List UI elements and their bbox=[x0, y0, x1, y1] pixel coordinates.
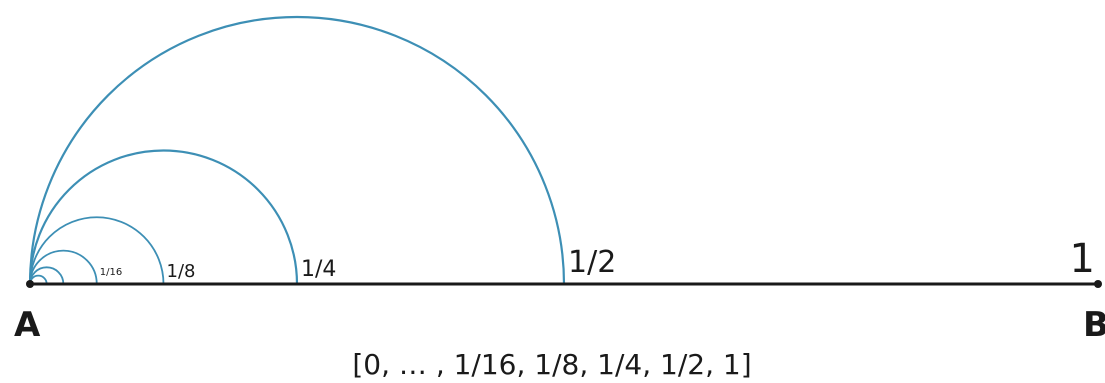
fraction-label: 1/16 bbox=[100, 267, 122, 278]
fraction-label: 1 bbox=[1070, 236, 1095, 282]
semicircle-arc bbox=[29, 216, 165, 285]
fraction-label: 1/4 bbox=[301, 257, 336, 282]
fraction-labels: 1 1/2 1/4 1/8 1/16 bbox=[100, 236, 1095, 282]
fraction-label: 1/8 bbox=[167, 261, 196, 282]
semicircle-arc bbox=[29, 249, 98, 285]
point-b-dot bbox=[1094, 280, 1102, 288]
point-a-label: A bbox=[14, 305, 41, 345]
semicircle-arcs bbox=[28, 15, 566, 285]
semicircle-arc bbox=[28, 15, 566, 285]
semicircle-arc bbox=[28, 149, 299, 285]
point-b-label: B bbox=[1083, 305, 1105, 345]
point-a-dot bbox=[26, 280, 34, 288]
semicircle-arc bbox=[29, 266, 65, 285]
sequence-caption: [0, … , 1/16, 1/8, 1/4, 1/2, 1] bbox=[352, 348, 751, 381]
fraction-label: 1/2 bbox=[568, 245, 616, 280]
